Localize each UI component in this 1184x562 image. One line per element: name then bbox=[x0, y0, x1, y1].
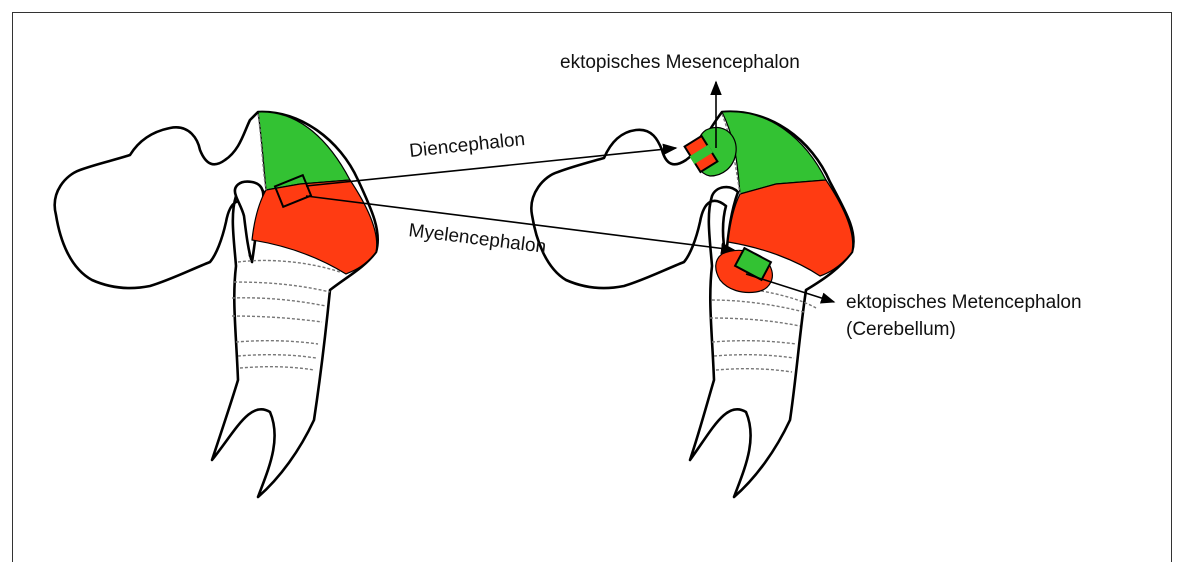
label-cerebellum: (Cerebellum) bbox=[846, 319, 956, 340]
label-ektopisches-metencephalon: ektopisches Metencephalon bbox=[846, 292, 1082, 313]
left-brain bbox=[55, 112, 378, 497]
right-brain bbox=[531, 112, 853, 497]
label-ektopisches-mesencephalon: ektopisches Mesencephalon bbox=[560, 52, 800, 73]
label-myelencephalon: Myelencephalon bbox=[407, 220, 547, 258]
label-diencephalon: Diencephalon bbox=[408, 129, 526, 162]
